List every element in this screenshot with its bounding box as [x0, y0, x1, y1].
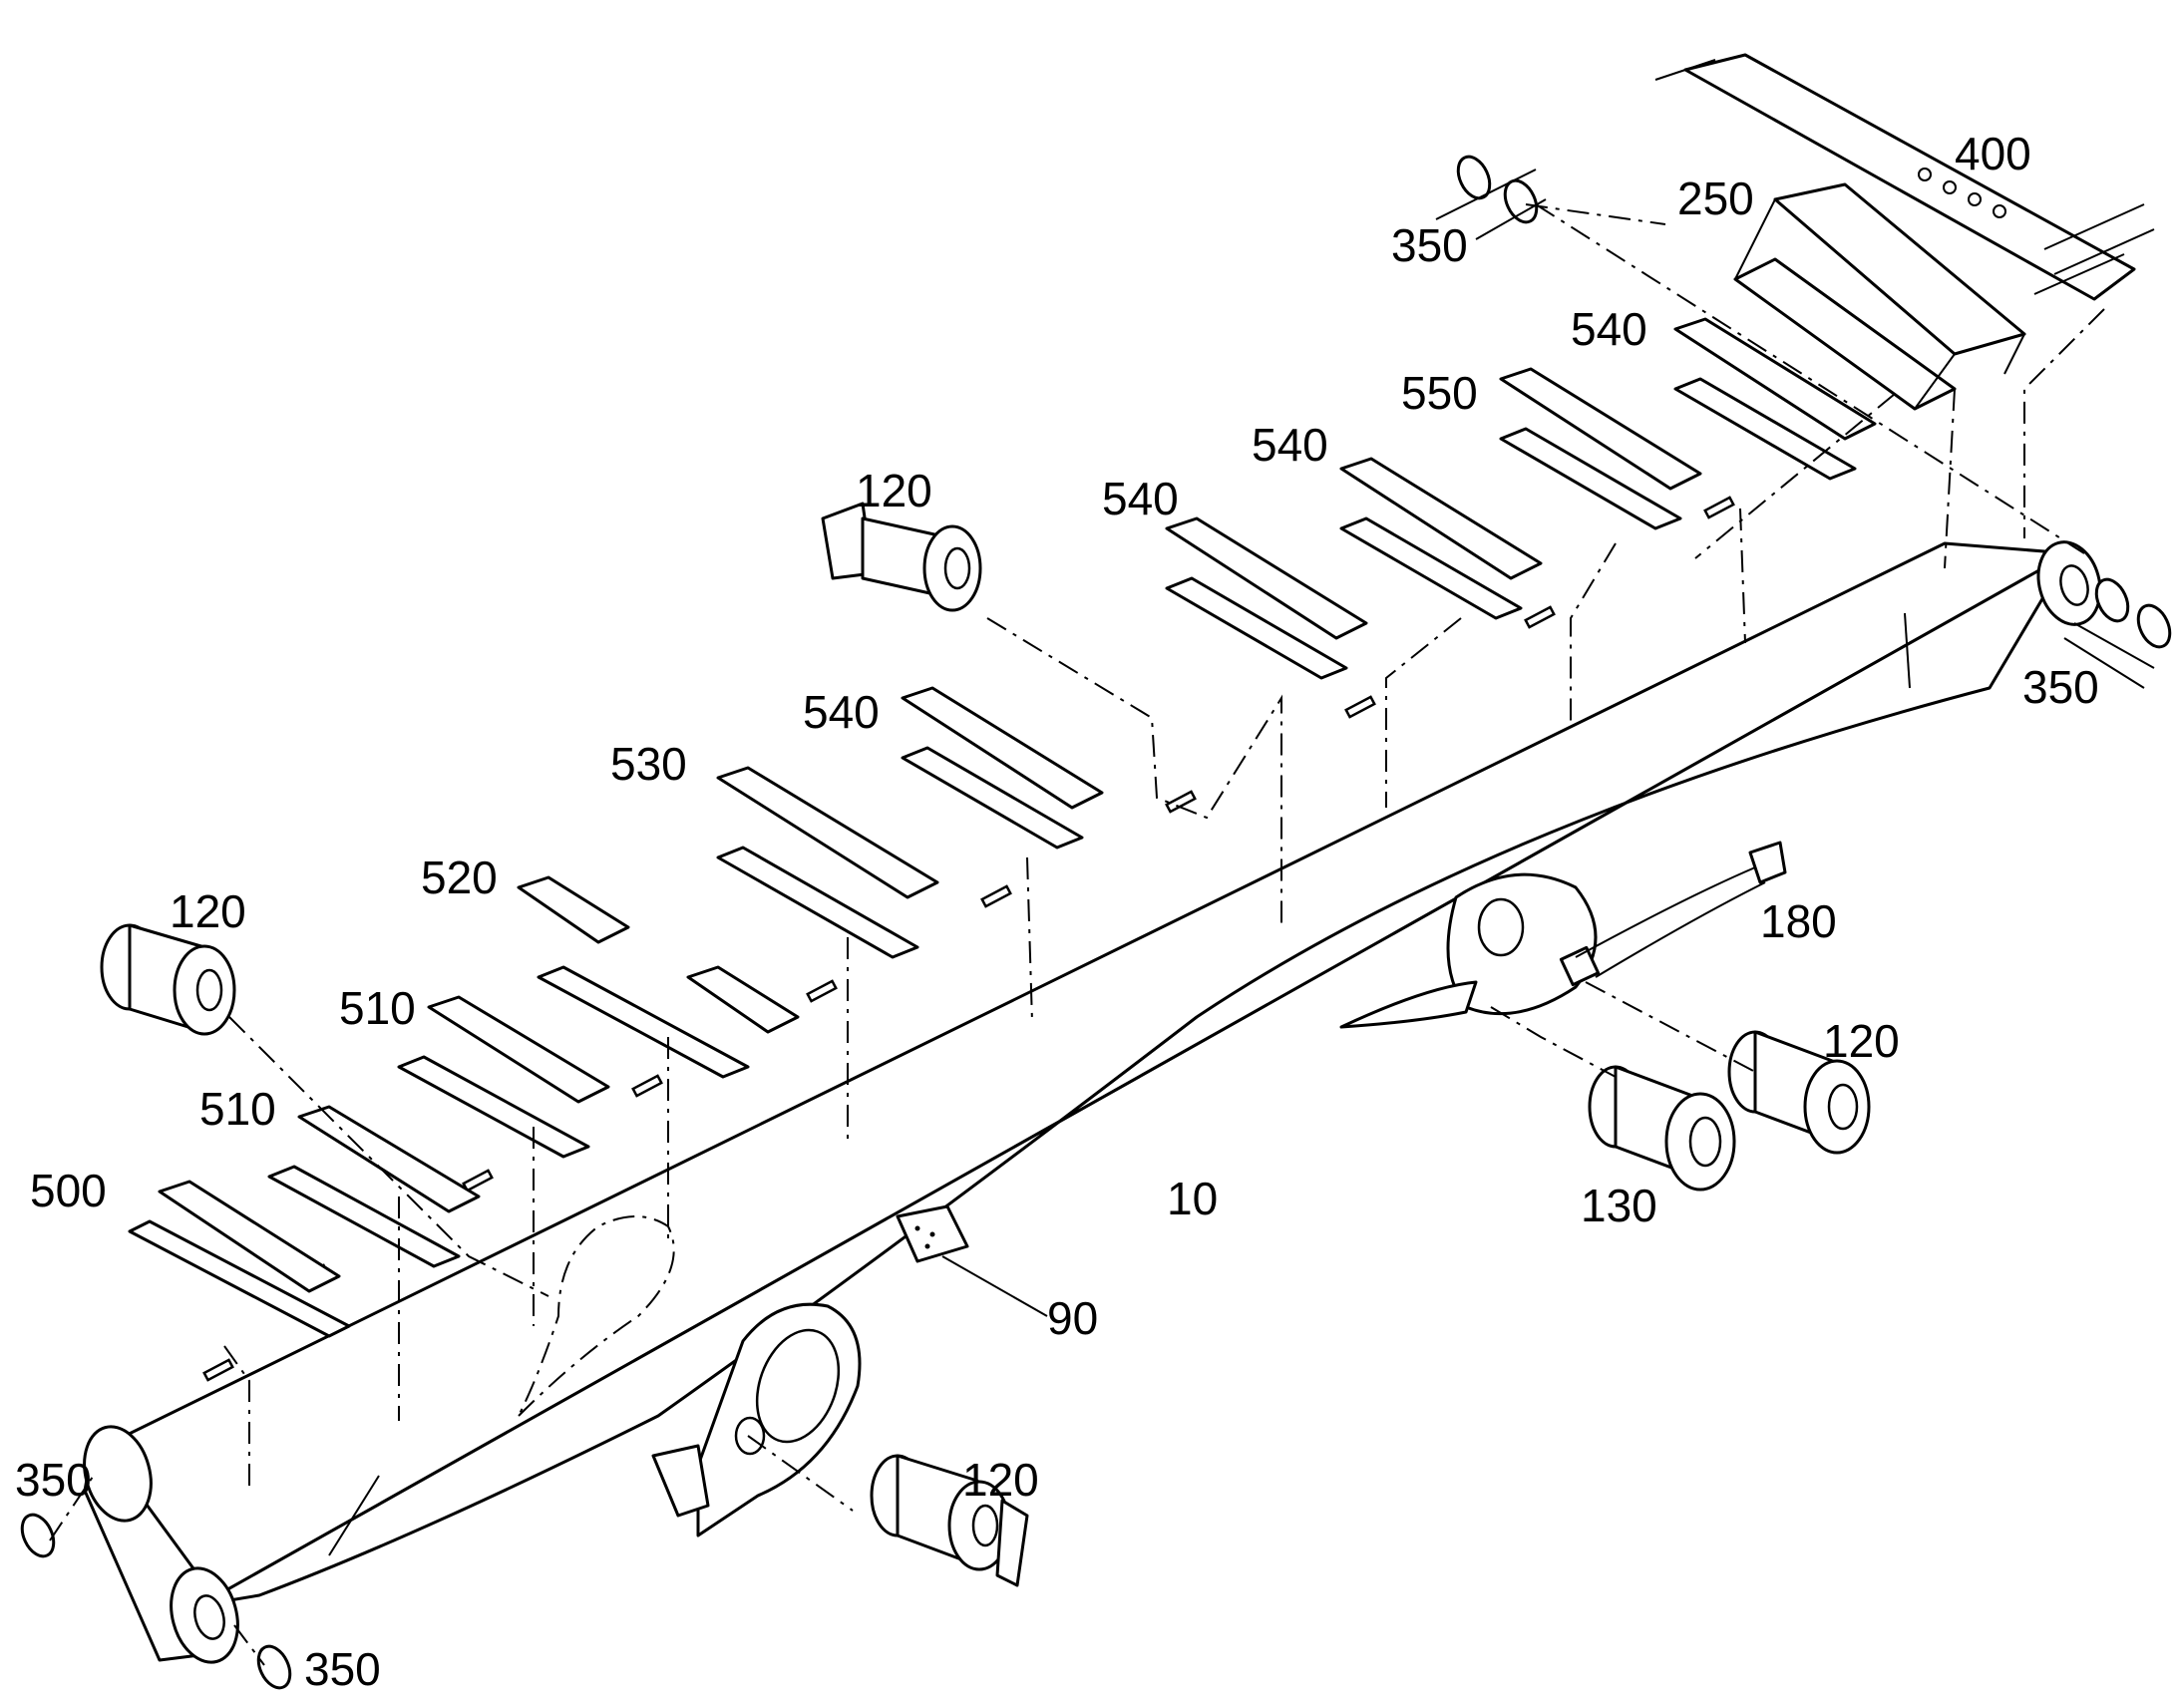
- callout-540-c: 540: [1102, 473, 1179, 524]
- callout-120-right: 120: [1823, 1015, 1900, 1067]
- cylinder-mount-bracket: [1339, 872, 1601, 1029]
- hidden-feature-outline: [518, 1215, 675, 1417]
- clamp-assemblies: [128, 317, 1877, 1338]
- assembly-centerlines: [49, 169, 2155, 1666]
- callout-120-bottom: 120: [962, 1454, 1039, 1506]
- boom-body: [103, 496, 2071, 1607]
- callout-180: 180: [1760, 895, 1837, 947]
- callout-540-b: 540: [1252, 419, 1328, 471]
- boom-pivot-tube-left: [83, 1425, 239, 1664]
- callout-350-bottom: 350: [304, 1643, 381, 1695]
- pin-right: [1727, 1030, 1871, 1155]
- pin-top: [821, 502, 982, 612]
- callout-540-a: 540: [1571, 303, 1647, 355]
- boom-pivot-tube-right: [2036, 540, 2102, 626]
- callout-10: 10: [1167, 1173, 1218, 1224]
- callout-250: 250: [1677, 172, 1754, 224]
- callout-350-right: 350: [2022, 661, 2099, 713]
- callout-labels: 400 250 350 540 550 540 120 540 540 530 …: [15, 128, 2099, 1695]
- callout-510-a: 510: [339, 982, 416, 1034]
- pin-130: [1588, 1065, 1736, 1192]
- callout-350-top: 350: [1391, 219, 1468, 271]
- callout-500: 500: [30, 1165, 107, 1216]
- hose-holder-250: [1733, 182, 2026, 411]
- callout-540-d: 540: [803, 686, 880, 738]
- callout-530: 530: [610, 738, 687, 790]
- callout-400: 400: [1955, 128, 2031, 179]
- callout-120-top: 120: [856, 465, 932, 516]
- callout-520: 520: [421, 852, 498, 903]
- callout-90: 90: [1047, 1292, 1098, 1344]
- pin-left: [100, 923, 236, 1036]
- boom-mounting-slots: [202, 496, 1735, 1382]
- hose-180: [1575, 841, 1787, 978]
- label-plate: [896, 1204, 969, 1263]
- hose-bracket-400: [1654, 53, 2155, 301]
- callout-130: 130: [1581, 1180, 1657, 1231]
- washers-350: [20, 155, 2172, 1690]
- pin-bottom: [870, 1454, 1029, 1587]
- callout-510-b: 510: [199, 1083, 276, 1135]
- lower-bracket: [651, 1302, 862, 1537]
- callout-550: 550: [1401, 367, 1478, 419]
- callout-120-left: 120: [170, 885, 246, 937]
- callout-350-left: 350: [15, 1454, 92, 1506]
